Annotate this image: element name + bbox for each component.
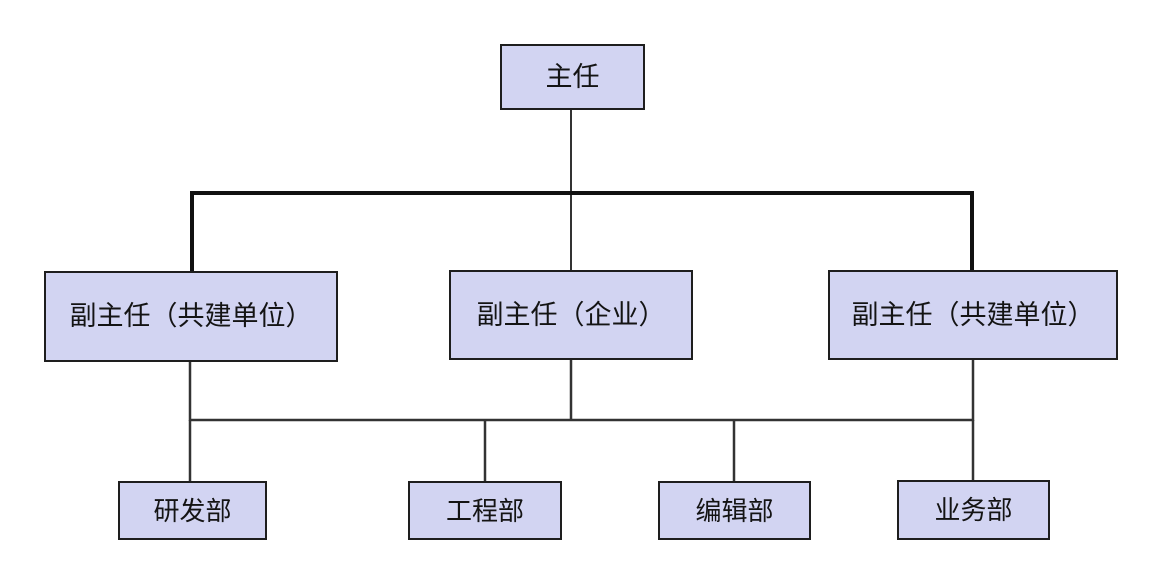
node-deputy-right-label: 副主任（共建单位） xyxy=(851,299,1095,330)
node-deputy-center-label: 副主任（企业） xyxy=(476,299,666,330)
node-business-dept: 业务部 xyxy=(897,480,1050,540)
node-rd-dept-label: 研发部 xyxy=(153,495,232,526)
node-editorial-dept-label: 编辑部 xyxy=(695,495,774,526)
node-rd-dept: 研发部 xyxy=(118,481,267,540)
node-deputy-left: 副主任（共建单位） xyxy=(44,271,338,362)
node-deputy-left-label: 副主任（共建单位） xyxy=(69,301,313,331)
node-director: 主任 xyxy=(500,44,645,110)
node-deputy-right: 副主任（共建单位） xyxy=(828,270,1118,360)
node-engineering-dept: 工程部 xyxy=(408,481,562,540)
node-deputy-center: 副主任（企业） xyxy=(449,270,693,360)
node-director-label: 主任 xyxy=(545,61,600,92)
node-editorial-dept: 编辑部 xyxy=(658,481,811,540)
node-engineering-dept-label: 工程部 xyxy=(445,495,524,526)
node-business-dept-label: 业务部 xyxy=(934,495,1013,525)
